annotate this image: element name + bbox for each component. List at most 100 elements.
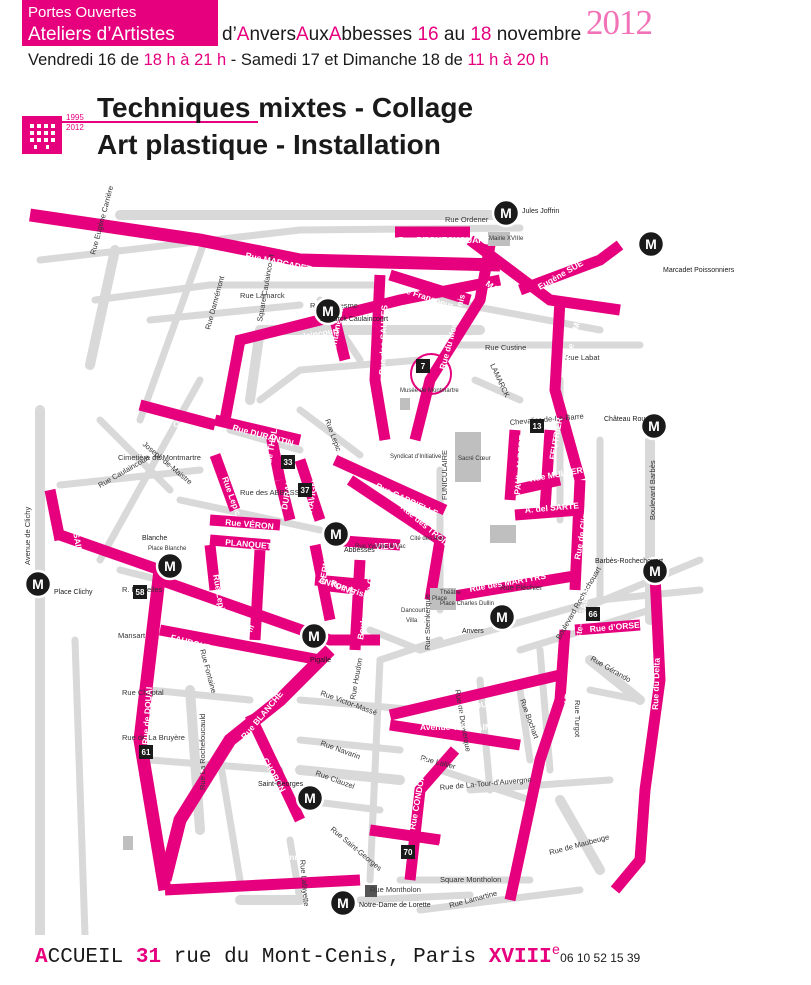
place-label-place-charles-dullin: Place Charles Dullin: [440, 601, 494, 607]
pink-streets: [29, 208, 666, 902]
grey-street-label-boulevard-barbes: Boulevard Barbès: [648, 460, 657, 520]
pink-street-line: [504, 429, 521, 501]
grey-street-line: [245, 325, 265, 405]
hours-friday: Vendredi 16 de: [28, 51, 140, 69]
title-rule: [62, 121, 258, 123]
atelier-marker-66[interactable]: 66: [586, 607, 600, 621]
atelier-marker-number: 58: [136, 588, 145, 597]
header-title: d’AnversAuxAbbesses 16 au 18 novembre: [222, 24, 581, 46]
metro-marcadet-poissonniers[interactable]: M Marcadet Poissonniers: [636, 229, 735, 274]
pink-street-line: [514, 504, 581, 521]
atelier-marker-box: [416, 359, 430, 373]
atelier-marker-number: 70: [404, 848, 413, 857]
metro-circle: [295, 783, 325, 813]
header-banner: [22, 0, 218, 46]
atelier-marker-70[interactable]: 70: [401, 845, 415, 859]
pink-street-label-rue-des-saules: Rue des SAULES: [377, 305, 389, 376]
footer-address: ACCUEIL 31 rue du Mont-Cenis, Paris XVII…: [35, 943, 640, 969]
grey-street-line: [436, 766, 534, 804]
grey-street-label-square-montholon: Square Montholon: [440, 875, 501, 884]
atelier-marker-58[interactable]: 58: [133, 585, 147, 599]
pink-street-label-rue-du-delta: Rue du Delta: [650, 658, 662, 711]
metro-circle: [299, 621, 329, 651]
grey-street-label-rue-labat: Rue Labat: [565, 353, 601, 362]
grey-street-label-rue-ordener: Rue Ordener: [445, 215, 489, 224]
atelier-marker-7[interactable]: 7: [416, 359, 430, 373]
grey-street-label-rue-lamarck: Rue Lamarck: [240, 291, 285, 300]
atelier-marker-33[interactable]: 33: [281, 455, 295, 469]
grey-street-line: [256, 356, 424, 404]
atelier-marker-61[interactable]: 61: [139, 745, 153, 759]
header-month: novembre: [496, 24, 582, 45]
header-date-to: 18: [470, 24, 492, 45]
pink-street-line: [158, 574, 380, 646]
grey-street-label-rue-steinkerque: Rue Steinkerque: [423, 594, 432, 650]
pink-street-line: [388, 669, 562, 721]
grey-street-line: [96, 416, 174, 494]
pink-street-line: [504, 629, 571, 902]
header-year: 2012: [586, 3, 653, 42]
grey-street-label-avenue-de-clichy: Avenue de Clichy: [23, 507, 32, 565]
metro-circle: [328, 888, 358, 918]
pink-street-label-avenue-trudaine: Avenue TRUDAINE: [420, 722, 497, 732]
pink-street-label-planquette: PLANQUETTE: [225, 537, 284, 552]
header-a2: A: [295, 24, 309, 45]
opening-hours: Vendredi 16 de 18 h à 21 h - Samedi 17 e…: [28, 50, 549, 70]
metro-name: Marcadet Poissonniers: [663, 267, 735, 274]
metro-name: Saint-Georges: [258, 781, 304, 788]
atelier-marker-box: [139, 745, 153, 759]
header-a1: A: [236, 24, 250, 45]
pink-street-line: [44, 488, 66, 542]
grey-street-line: [516, 686, 534, 764]
pink-street-label-rue-saint-lazare: Rue SAINT-LAZARE: [68, 514, 92, 596]
logo-grid-icon: [30, 124, 55, 149]
metro-letter: M: [645, 236, 657, 252]
metro-circle: [639, 411, 669, 441]
grey-street-line: [286, 836, 304, 904]
pink-street-label-rue-de-douai: Rue de DOUAI: [140, 686, 154, 745]
pink-street-label-rue-henry-monnier: Rue Henry-Monnier: [260, 852, 339, 862]
musee-shape: [400, 398, 410, 410]
atelier-marker-number: 7: [421, 362, 426, 371]
grey-street-label-rue-de-la-bruyere: Rue de La Bruyère: [122, 733, 185, 742]
metro-letter: M: [322, 303, 334, 319]
place-label-sacre-c-ur: Sacré Cœur: [458, 456, 491, 462]
grey-street-label-rue-lafayette: Rue Lafayette: [298, 859, 311, 906]
pink-street-line: [213, 414, 302, 446]
header-ateliers-label: Ateliers d’Artistes: [28, 24, 175, 45]
footer-phone: 06 10 52 15 39: [560, 951, 641, 965]
pink-street-line: [245, 712, 305, 823]
footer-arrondissement: XVIII: [488, 946, 552, 969]
grey-street-line: [216, 756, 244, 884]
atelier-marker-37[interactable]: 37: [298, 483, 312, 497]
footer-accueil-initial: A: [35, 946, 48, 969]
atelier-marker-box: [133, 585, 147, 599]
pink-street-line: [574, 619, 641, 636]
pink-street-line: [518, 240, 624, 296]
grey-street-line: [226, 426, 304, 454]
grey-street-label-rue-flechier: Rue Fléchier: [500, 583, 543, 592]
metro-name: Lamarck Caulaincourt: [320, 316, 388, 323]
metro-name: Notre-Dame de Lorette: [359, 902, 431, 909]
metro-name: Place Clichy: [54, 589, 93, 596]
parking-icon: [365, 885, 377, 897]
atelier-marker-box: [401, 845, 415, 859]
footer-number: 31: [135, 946, 162, 969]
metro-letter: M: [304, 790, 316, 806]
metro-letter: M: [308, 628, 320, 644]
atelier-marker-13[interactable]: 13: [530, 419, 544, 433]
metro-name: Blanche: [142, 535, 167, 542]
pink-street-label-eugene-sue: Eugène SUE: [536, 258, 585, 292]
